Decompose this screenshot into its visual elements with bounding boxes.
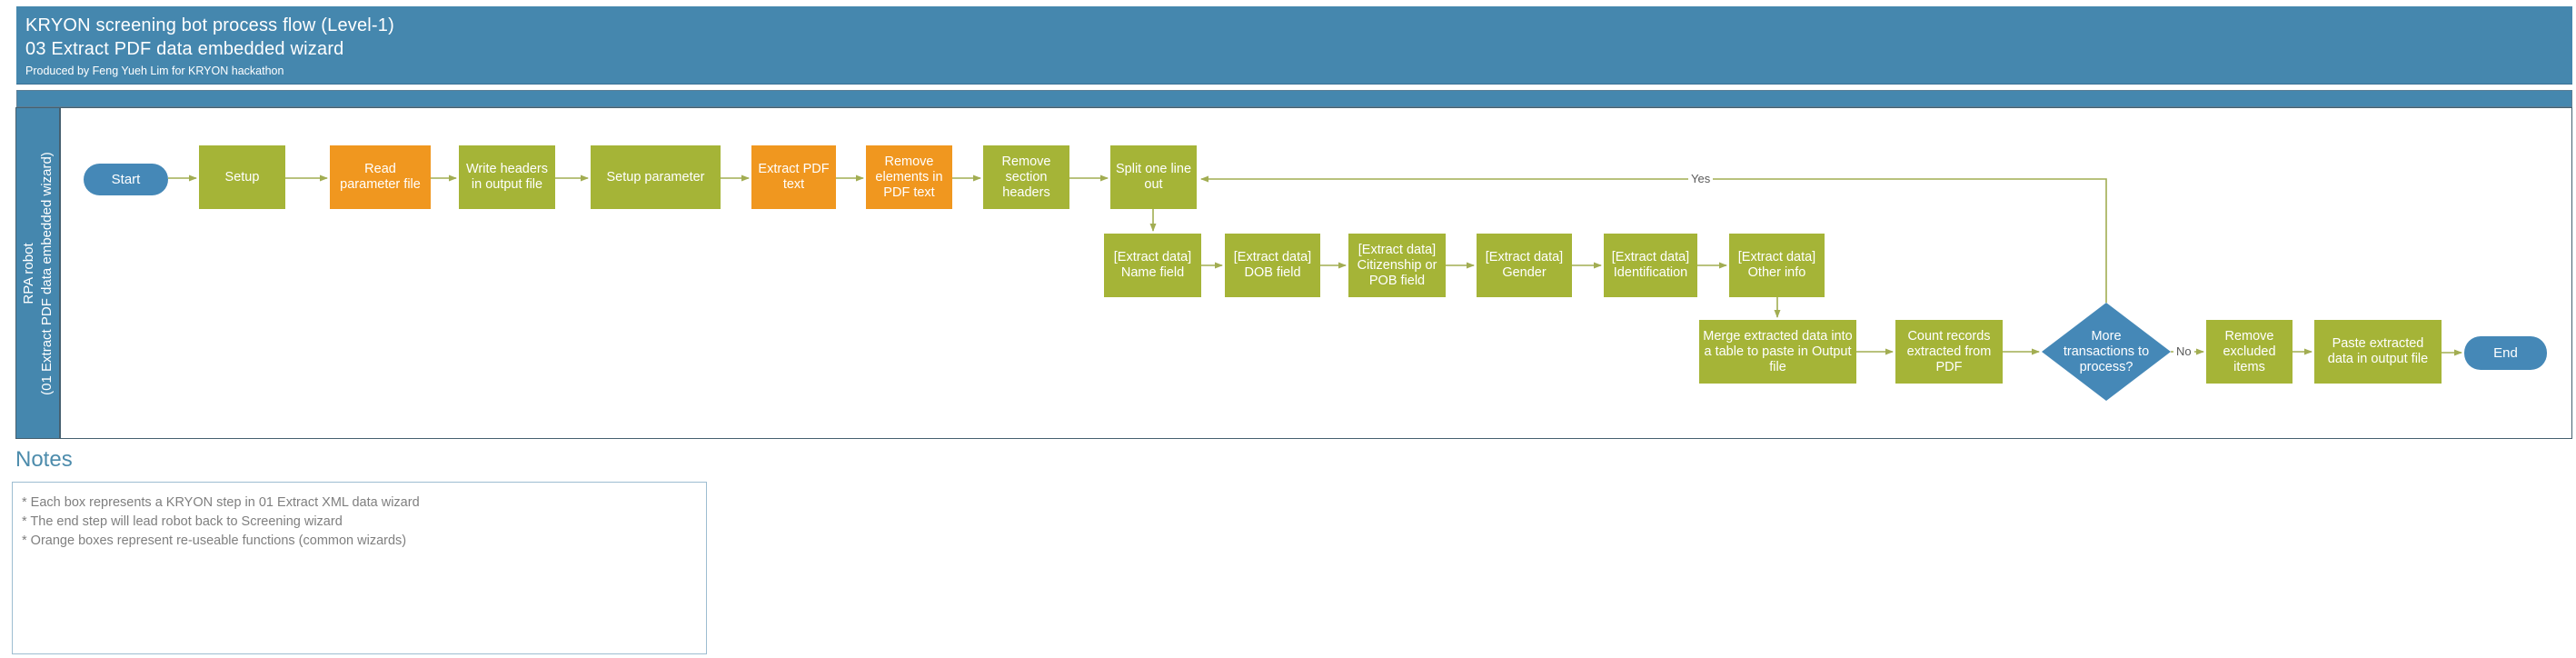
node-count-records: Count records extracted from PDF — [1895, 320, 2003, 384]
node-split-one-line-out: Split one line out — [1110, 145, 1197, 209]
node-write-headers: Write headers in output file — [459, 145, 555, 209]
title-band: KRYON screening bot process flow (Level-… — [16, 6, 2572, 85]
note-item: * The end step will lead robot back to S… — [22, 514, 343, 529]
node-end: End — [2464, 336, 2547, 370]
node-extract-identification: [Extract data] Identification — [1604, 234, 1697, 297]
node-extract-pdf-text: Extract PDF text — [751, 145, 836, 209]
node-remove-excluded-items: Remove excluded items — [2206, 320, 2293, 384]
swimlane-label: RPA robot (01 Extract PDF data embedded … — [20, 152, 56, 395]
swimlane-header-bar — [16, 90, 2572, 107]
page-credit: Produced by Feng Yueh Lim for KRYON hack… — [25, 65, 284, 77]
node-extract-dob: [Extract data] DOB field — [1225, 234, 1320, 297]
swimlane-label-line1: RPA robot — [20, 242, 36, 304]
node-extract-name: [Extract data] Name field — [1104, 234, 1201, 297]
page-subtitle: 03 Extract PDF data embedded wizard — [25, 39, 344, 59]
note-item: * Orange boxes represent re-useable func… — [22, 533, 407, 548]
node-start: Start — [84, 164, 168, 195]
notes-box: * Each box represents a KRYON step in 01… — [12, 482, 707, 654]
node-setup: Setup — [199, 145, 285, 209]
note-item: * Each box represents a KRYON step in 01… — [22, 495, 420, 510]
node-extract-gender: [Extract data] Gender — [1477, 234, 1572, 297]
node-paste-extracted-data: Paste extracted data in output file — [2314, 320, 2442, 384]
swimlane-label-strip: RPA robot (01 Extract PDF data embedded … — [15, 107, 60, 439]
page-title: KRYON screening bot process flow (Level-… — [25, 15, 394, 35]
notes-heading: Notes — [15, 447, 73, 472]
node-extract-citizenship: [Extract data] Citizenship or POB field — [1348, 234, 1446, 297]
node-remove-elements: Remove elements in PDF text — [866, 145, 952, 209]
node-extract-other-info: [Extract data] Other info — [1729, 234, 1825, 297]
yes-branch-label: Yes — [1688, 172, 1714, 186]
node-remove-section-headers: Remove section headers — [983, 145, 1069, 209]
node-setup-parameter: Setup parameter — [591, 145, 721, 209]
node-merge-extracted-data: Merge extracted data into a table to pas… — [1699, 320, 1856, 384]
no-branch-label: No — [2173, 344, 2194, 359]
node-read-parameter-file: Read parameter file — [330, 145, 431, 209]
swimlane-label-line2: (01 Extract PDF data embedded wizard) — [38, 151, 55, 395]
